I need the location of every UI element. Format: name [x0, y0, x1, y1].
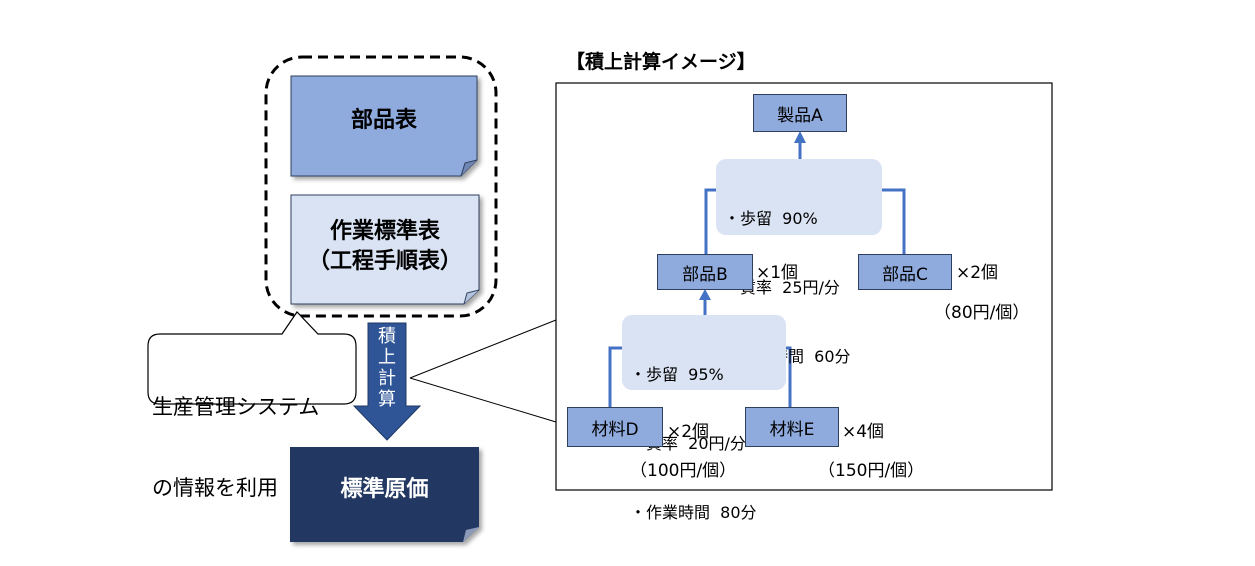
part-b-quantity: ×1個 [756, 263, 799, 283]
work-standard-document: 作業標準表 （工程手順表） [291, 200, 479, 294]
material-d-unit-price: （100円/個） [630, 461, 737, 481]
material-d-quantity: ×2個 [667, 422, 710, 442]
zoom-line-top [409, 319, 557, 379]
node-part-c: 部品C [858, 254, 952, 290]
callout-text: 生産管理システム の情報を利用 [152, 340, 319, 529]
arrow-char-4: 算 [378, 389, 396, 410]
calculation-arrow-label: 積 上 計 算 [375, 326, 399, 410]
material-d-label: 材料D [591, 419, 639, 440]
standard-cost-label: 標準原価 [340, 477, 429, 502]
arrowhead-to-product-a [794, 131, 806, 143]
material-e-unit-price: （150円/個） [818, 461, 925, 481]
work-standard-label: 作業標準表 [329, 219, 440, 244]
bom-label: 部品表 [350, 108, 417, 133]
material-e-quantity: ×4個 [842, 422, 885, 442]
node-part-b: 部品B [657, 254, 753, 290]
callout-bubble [147, 311, 357, 405]
node-material-d: 材料D [567, 407, 663, 447]
top-tree-connectors [704, 140, 906, 262]
node-product-a: 製品A [753, 94, 847, 132]
system-group-border [264, 55, 498, 318]
arrowhead-to-part-b [699, 289, 711, 300]
standard-cost-document-shape [290, 447, 479, 542]
bottom-tree-connectors [608, 298, 792, 407]
calculation-arrow [352, 322, 422, 441]
info-bottom-yield: ・歩留 95% [630, 365, 724, 384]
work-standard-sublabel: （工程手順表） [307, 249, 462, 274]
standard-cost-document: 標準原価 [290, 447, 479, 533]
arrow-char-1: 積 [378, 326, 396, 347]
info-box-bottom: ・歩留 95% ・賃率 20円/分 ・作業時間 80分 [622, 315, 786, 522]
part-c-quantity: ×2個 [956, 263, 999, 283]
arrow-char-3: 計 [378, 368, 396, 389]
standard-cost-fold [463, 527, 479, 542]
info-bottom-time: ・作業時間 80分 [630, 503, 757, 522]
callout-line-1: 生産管理システム [152, 395, 320, 419]
zoom-line-bottom [409, 377, 557, 423]
arrow-char-2: 上 [378, 347, 396, 368]
bom-fold [460, 159, 478, 177]
callout-line-2: の情報を利用 [152, 476, 278, 500]
info-box-top: ・歩留 90% ・賃率 25円/分 ・作業時間 60分 [716, 159, 882, 366]
part-b-label: 部品B [682, 264, 728, 285]
part-c-label: 部品C [882, 264, 928, 285]
work-standard-fold [463, 289, 480, 305]
info-top-yield: ・歩留 90% [724, 209, 818, 228]
part-c-unit-price: （80円/個） [934, 303, 1030, 323]
product-a-label: 製品A [777, 105, 823, 126]
material-e-label: 材料E [769, 419, 815, 440]
calculation-image-title: 【積上計算イメージ】 [566, 51, 756, 73]
bom-document: 部品表 [291, 76, 477, 166]
node-material-e: 材料E [745, 407, 839, 447]
